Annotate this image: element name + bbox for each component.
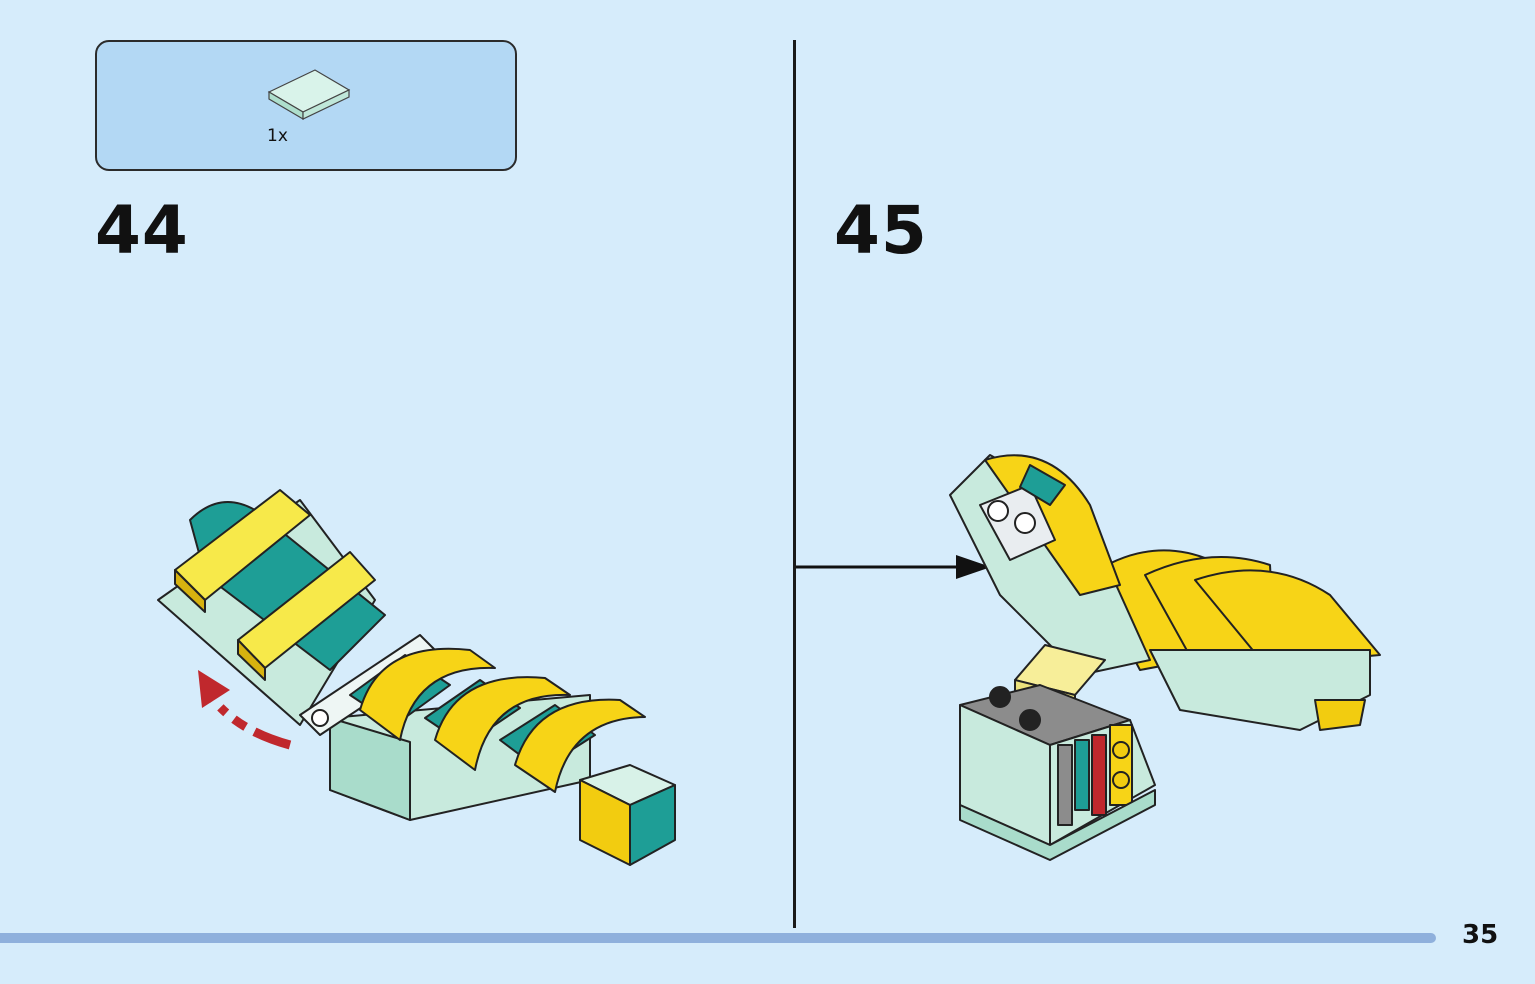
step-number-44: 44 <box>95 192 189 269</box>
part-quantity: 1x <box>267 126 288 146</box>
step-number-45: 45 <box>834 192 928 269</box>
footer-progress-bar <box>0 933 1436 943</box>
parts-list-box: 1x <box>95 40 517 171</box>
step-divider <box>793 40 796 928</box>
callout-arrow <box>796 555 991 579</box>
step-45-build-illustration <box>949 454 1381 861</box>
tile-2x2-icon <box>267 69 351 121</box>
step-44-build-illustration <box>157 489 676 866</box>
page-number: 35 <box>1462 920 1499 950</box>
